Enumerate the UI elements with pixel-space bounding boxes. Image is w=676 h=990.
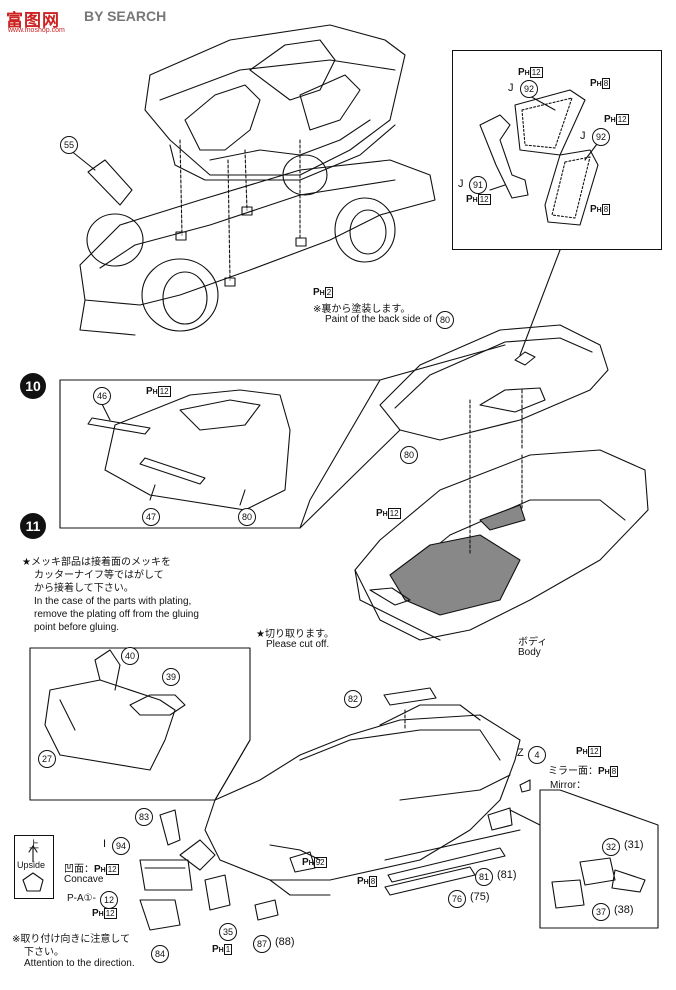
- back-paint-note-en: Paint of the back side of: [325, 314, 432, 325]
- cut-off-note-jp: ★切り取ります。: [256, 629, 334, 640]
- watermark-logo: 富图网: [6, 11, 60, 30]
- front-bumper-exploded: [29, 647, 251, 801]
- body-label-en: Body: [518, 647, 541, 658]
- attention-note-jp-2: 下さい。: [24, 947, 64, 958]
- body-label-jp: ボディ: [518, 637, 548, 648]
- back-paint-note-jp: ※裏から塗装します。: [313, 304, 411, 315]
- mirror-detail-box: [539, 789, 659, 929]
- plating-note-jp-1: ★メッキ部品は接着面のメッキを: [22, 557, 171, 568]
- part-80-label-note: 80: [436, 311, 454, 329]
- plating-note-en-2: remove the plating off from the gluing: [34, 609, 199, 620]
- part-84-label: 84: [151, 945, 169, 963]
- part-76-label: 76: [448, 890, 466, 908]
- plating-note-jp-3: から接着して下さい。: [34, 583, 134, 594]
- part-91-label: 91: [469, 176, 487, 194]
- watermark-subtitle: BY SEARCH: [84, 8, 167, 24]
- j91-letter: J: [458, 178, 464, 190]
- upside-label-en: Upside: [17, 860, 46, 870]
- part-12-label: 12: [100, 891, 118, 909]
- part-46-label: 46: [93, 387, 111, 405]
- part-81b-label: (81): [497, 869, 517, 881]
- mirror-detail-drawing: [551, 857, 646, 909]
- part-27-label: 27: [38, 750, 56, 768]
- part-55-label: 55: [60, 136, 78, 154]
- part-39-label: 39: [162, 668, 180, 686]
- part-82-label: 82: [344, 690, 362, 708]
- part-35-label: 35: [219, 923, 237, 941]
- watermark-url: www.moshop.com: [8, 27, 65, 34]
- seat-detail-drawing: [479, 89, 601, 226]
- upside-box: [14, 835, 54, 899]
- hood-trim-inset: [59, 379, 381, 529]
- upside-label-jp: 上: [29, 840, 39, 851]
- part-92a-label: 92: [520, 80, 538, 98]
- part-80-label-hood: 80: [400, 446, 418, 464]
- part-80-label-inset: 80: [238, 508, 256, 526]
- part-47-label: 47: [142, 508, 160, 526]
- part-92b-label: 92: [592, 128, 610, 146]
- plating-note-jp-2: カッターナイフ等ではがして: [34, 570, 164, 581]
- step-11-marker: 11: [20, 513, 46, 539]
- j92b-letter: J: [580, 130, 586, 142]
- part-37-label: 37: [592, 903, 610, 921]
- pa-label: P-A①-: [67, 893, 96, 904]
- part-32-label: 32: [602, 838, 620, 856]
- z-letter: Z: [517, 747, 524, 759]
- part-38-label: (38): [614, 904, 634, 916]
- concave-label-en: Concave: [64, 874, 104, 885]
- part-87-label: 87: [253, 935, 271, 953]
- part-55-drawing: [87, 159, 133, 206]
- chassis-assembly-drawing: [79, 24, 436, 336]
- cut-off-note-en: Please cut off.: [266, 639, 330, 650]
- upside-pentagon: [22, 872, 44, 892]
- part-88-label: (88): [275, 936, 295, 948]
- part-83-label: 83: [135, 808, 153, 826]
- plating-note: ★メッキ部品は接着面のメッキを カッターナイフ等ではがして から接着して下さい。…: [22, 556, 282, 634]
- i-letter: I: [103, 838, 107, 850]
- part-75-label: (75): [470, 891, 490, 903]
- plating-note-en-1: In the case of the parts with plating,: [34, 596, 192, 607]
- body-shell-drawing: [354, 449, 649, 641]
- part-31-label: (31): [624, 839, 644, 851]
- seat-detail-box: [452, 50, 662, 250]
- step-10-marker: 10: [20, 373, 46, 399]
- mirror-label-en: Mirror：: [550, 780, 587, 791]
- part-4-label: 4: [528, 746, 546, 764]
- part-94-label: 94: [112, 837, 130, 855]
- part-40-label: 40: [121, 647, 139, 665]
- part-81-label: 81: [475, 868, 493, 886]
- plating-note-en-3: point before gluing.: [34, 622, 120, 633]
- j92-letter: J: [508, 82, 514, 94]
- attention-note-en: Attention to the direction.: [24, 958, 135, 969]
- attention-note-jp-1: ※取り付け向きに注意して: [12, 934, 131, 945]
- hood-drawing: [379, 324, 609, 501]
